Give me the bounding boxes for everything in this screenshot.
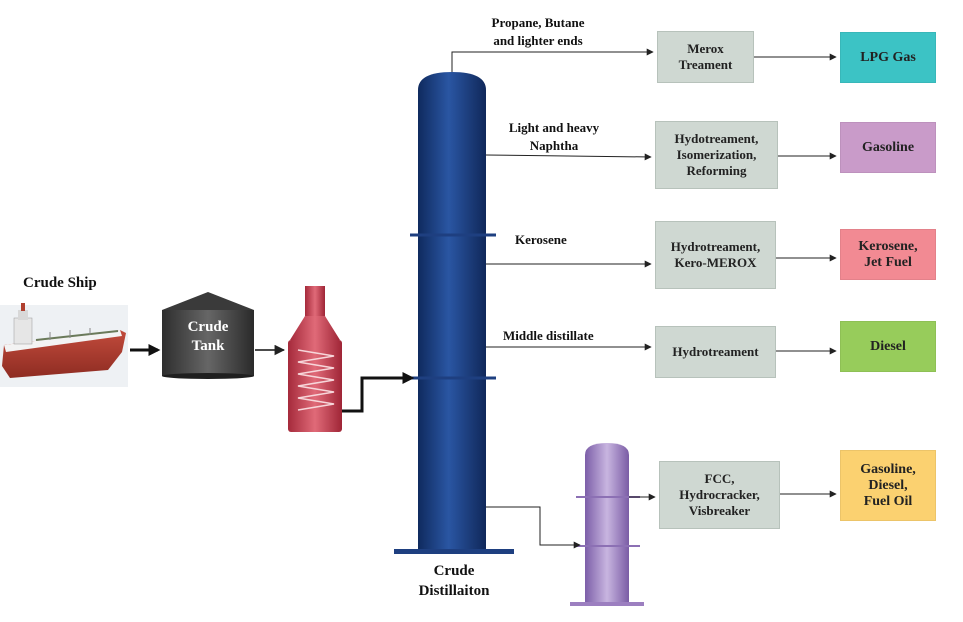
process-naphtha-treatment: Hydotreament, Isomerization, Reforming (655, 121, 778, 189)
product-gasoline-diesel-fuel-oil: Gasoline, Diesel, Fuel Oil (840, 450, 936, 521)
feed-lines (130, 344, 415, 413)
crude-tank-label: Crude Tank (187, 319, 229, 354)
stream-label-kerosene: Kerosene (515, 232, 567, 247)
process-diesel-hydrotreatment: Hydrotreament (655, 326, 776, 378)
product-diesel: Diesel (840, 321, 936, 372)
crude-ship-label: Crude Ship (23, 275, 97, 291)
product-gasoline: Gasoline (840, 122, 936, 173)
process-fcc-hydrocracker: FCC, Hydrocracker, Visbreaker (659, 461, 780, 529)
crude-tank-icon (162, 292, 254, 379)
process-merox-treatment: Merox Treament (657, 31, 754, 83)
crude-distillation-column-icon (394, 72, 514, 554)
crude-distillation-label: Crude Distillaiton (418, 563, 490, 599)
fired-heater-icon (288, 286, 342, 432)
product-lines (754, 53, 837, 498)
process-kerosene-treatment: Hydrotreament, Kero-MEROX (655, 221, 776, 289)
stream-label-lpg: Propane, Butane and lighter ends (491, 15, 585, 48)
crude-ship-icon (0, 303, 128, 387)
stream-label-naphtha: Light and heavy Naphtha (508, 120, 600, 153)
side-draw-lines (451, 48, 656, 549)
vacuum-column-icon (570, 443, 644, 606)
product-lpg-gas: LPG Gas (840, 32, 936, 83)
stream-label-middle-distillate: Middle distillate (503, 328, 594, 343)
product-kerosene-jet-fuel: Kerosene, Jet Fuel (840, 229, 936, 280)
